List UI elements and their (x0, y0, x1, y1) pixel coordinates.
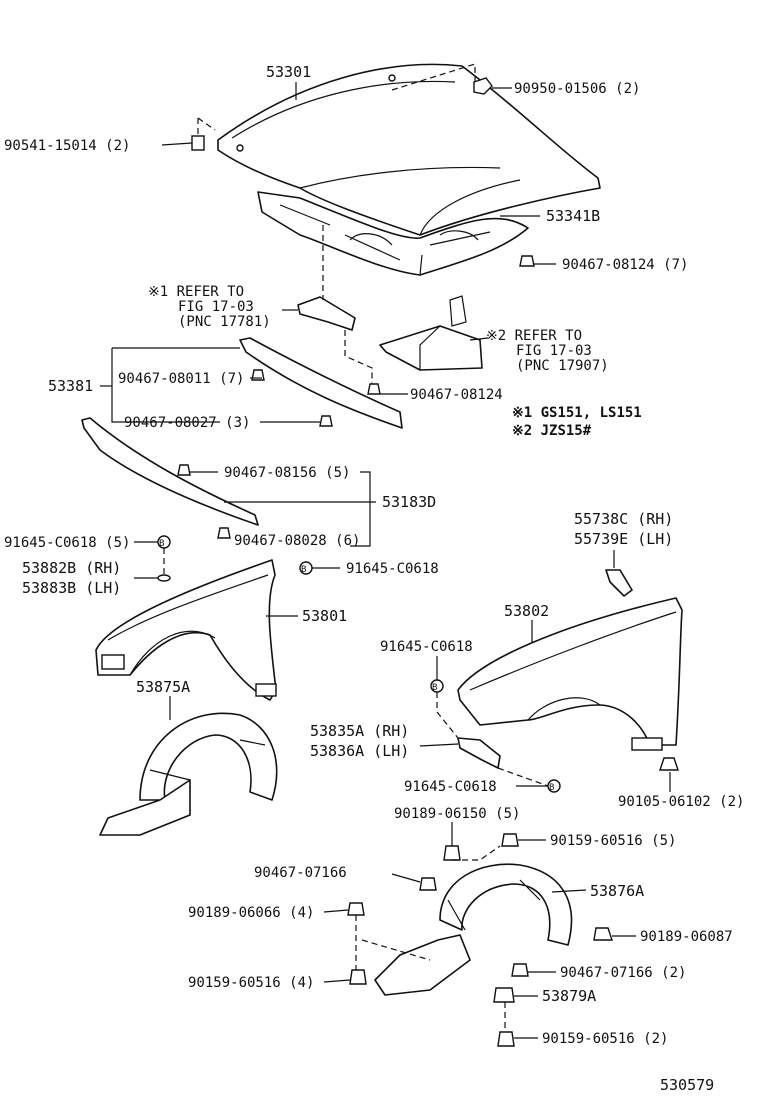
label-53876A: 53876A (590, 882, 644, 900)
label-90950-01506: 90950-01506 (2) (514, 81, 640, 97)
label-90159-60516-5: 90159-60516 (5) (550, 833, 676, 849)
label-90189-06150: 90189-06150 (5) (394, 806, 520, 822)
label-note2-3: (PNC 17907) (516, 358, 609, 374)
fender-liner-53875A (99, 712, 278, 836)
label-90467-07166-2: 90467-07166 (2) (560, 965, 686, 981)
label-53802: 53802 (504, 602, 549, 620)
label-note1-3: (PNC 17781) (178, 314, 271, 330)
label-53882B: 53882B (RH) (22, 559, 121, 577)
label-90467-08028: 90467-08028 (6) (234, 533, 360, 549)
label-90105-06102: 90105-06102 (2) (618, 794, 744, 810)
label-90467-07166: 90467-07166 (254, 865, 347, 881)
washer-91645: B B (157, 535, 313, 582)
leader-lines (100, 82, 671, 1039)
label-53301: 53301 (266, 63, 311, 81)
label-90467-08011: 90467-08011 (7) (118, 371, 244, 387)
clip-90467-08124-single (367, 383, 381, 395)
hood-insulator (257, 191, 529, 276)
label-90189-06066: 90189-06066 (4) (188, 905, 314, 921)
hood-front-seal-53381 (239, 337, 403, 429)
label-90541-15014: 90541-15014 (2) (4, 138, 130, 154)
label-53875A: 53875A (136, 678, 190, 696)
label-90189-06087: 90189-06087 (640, 929, 733, 945)
label-note1-2: FIG 17-03 (178, 299, 254, 315)
label-53883B: 53883B (LH) (22, 579, 121, 597)
label-91645-C0618-b: 91645-C0618 (380, 639, 473, 655)
legend-1: ※1 GS151, LS151 (512, 405, 642, 421)
svg-text:B: B (159, 539, 164, 549)
clip-90467-08028 (217, 527, 231, 539)
figure-number: 530579 (660, 1076, 714, 1094)
label-91645-C0618-c: 91645-C0618 (404, 779, 497, 795)
label-90467-08156: 90467-08156 (5) (224, 465, 350, 481)
bolt-90541-15014 (191, 135, 205, 151)
bolt-90950-01506 (473, 77, 493, 95)
fender-liner-53876A (374, 863, 573, 996)
label-90467-08124: 90467-08124 (410, 387, 503, 403)
label-note2-2: FIG 17-03 (516, 343, 592, 359)
label-53341B: 53341B (546, 207, 600, 225)
label-90467-08124-7: 90467-08124 (7) (562, 257, 688, 273)
label-53836A: 53836A (LH) (310, 742, 409, 760)
svg-text:B: B (549, 783, 554, 793)
legend-2: ※2 JZS15# (512, 423, 592, 439)
label-53835A: 53835A (RH) (310, 722, 409, 740)
hood-panel (217, 63, 601, 236)
front-fender-53802 (457, 597, 683, 751)
label-90159-60516-4: 90159-60516 (4) (188, 975, 314, 991)
svg-text:B: B (432, 683, 437, 693)
clip-90467-08156 (177, 464, 191, 476)
svg-text:B: B (301, 565, 306, 575)
label-53183D: 53183D (382, 493, 436, 511)
label-55739E: 55739E (LH) (574, 530, 673, 548)
part-labels: 53301 90950-01506 (2) 90541-15014 (2) 53… (4, 63, 744, 1094)
label-90159-60516-2: 90159-60516 (2) (542, 1031, 668, 1047)
label-53879A: 53879A (542, 987, 596, 1005)
label-53801: 53801 (302, 607, 347, 625)
label-91645-C0618-a: 91645-C0618 (346, 561, 439, 577)
bracket-55738C (605, 569, 633, 597)
label-note2-1: ※2 REFER TO (486, 328, 582, 344)
label-53381: 53381 (48, 377, 93, 395)
label-90467-08027: 90467-08027 (3) (124, 415, 250, 431)
screws-lower (347, 833, 613, 1047)
bracket-53835A (457, 737, 501, 769)
screw-90105-06102 (659, 757, 679, 771)
label-note1-1: ※1 REFER TO (148, 284, 244, 300)
seal-bracket-ref1 (297, 296, 356, 331)
clip-90467-08124-7 (519, 255, 535, 267)
front-seal-53183D (81, 417, 259, 526)
seal-bracket-ref2 (379, 295, 483, 371)
clip-90467-08027 (319, 415, 333, 427)
front-fender-53801 (95, 559, 277, 701)
label-91645-C0618-5: 91645-C0618 (5) (4, 535, 130, 551)
label-55738C: 55738C (RH) (574, 510, 673, 528)
